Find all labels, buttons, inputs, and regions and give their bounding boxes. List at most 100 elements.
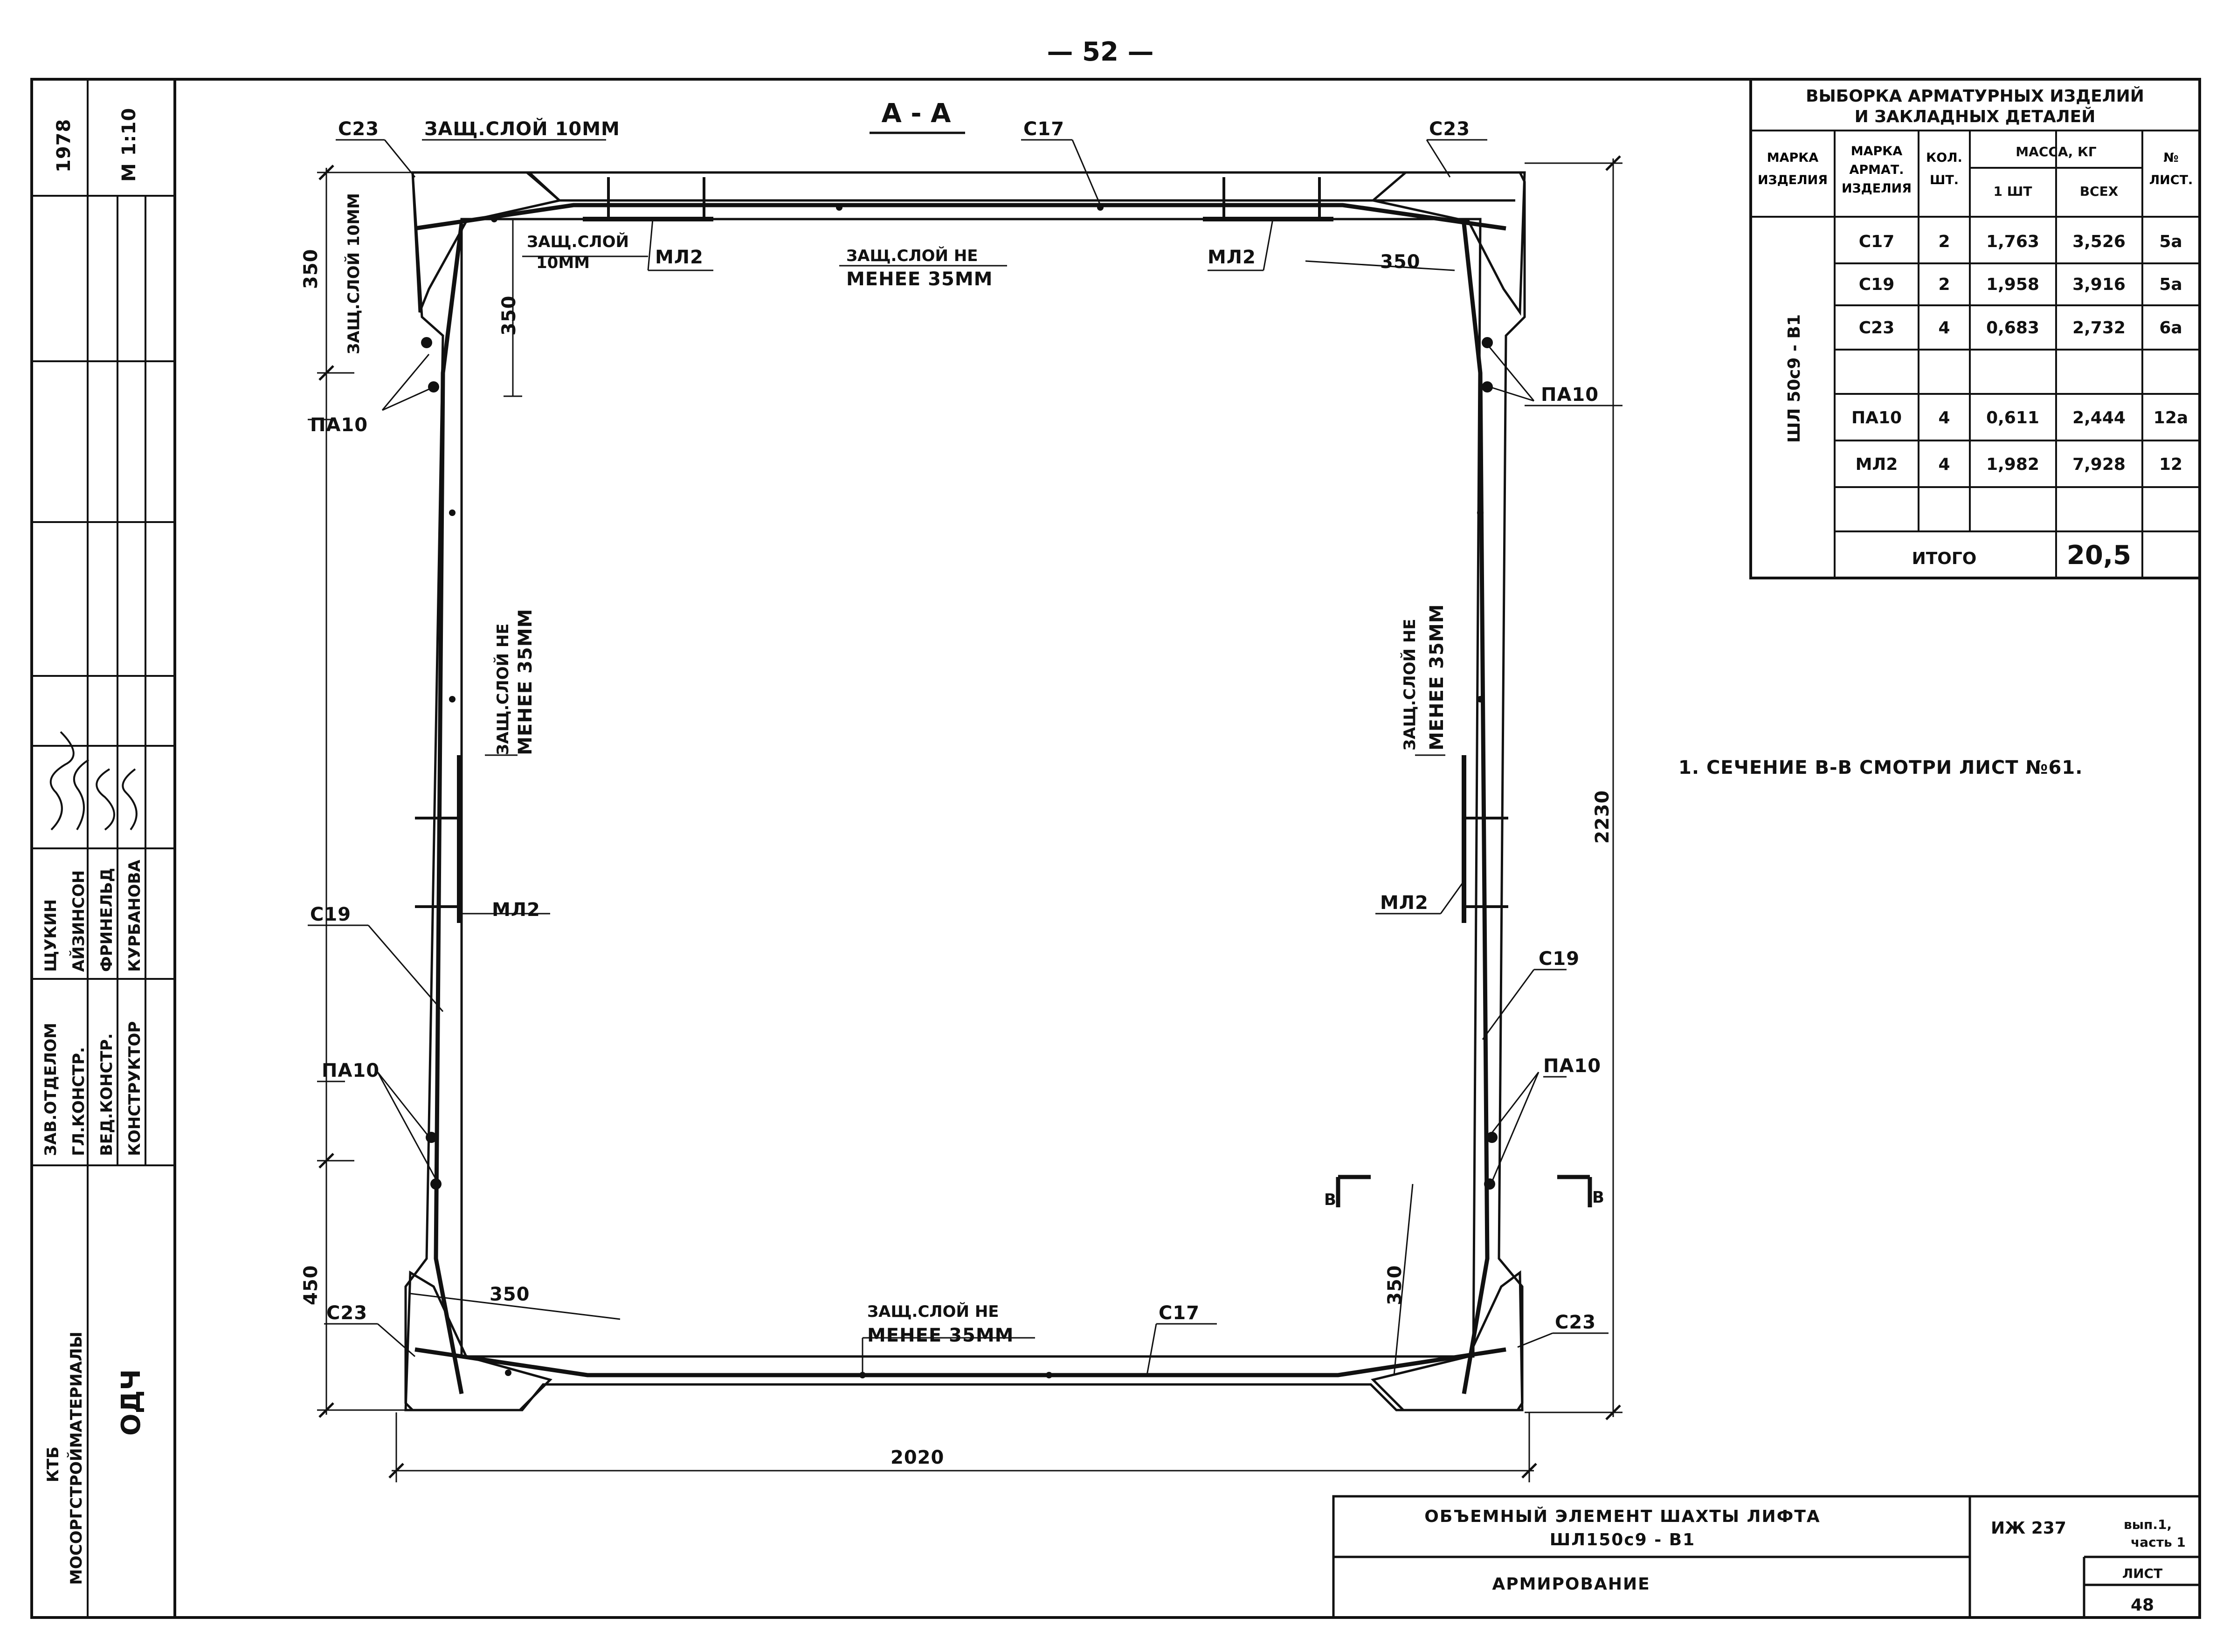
dim-450: 450: [300, 1265, 322, 1306]
title-block-grid: [1332, 1495, 2201, 1619]
label-c23-top-left: С23: [338, 118, 379, 140]
spec-row: ПА10 4 0,611 2,444 12а: [1851, 408, 2188, 427]
label-c23-top-right: С23: [1429, 118, 1470, 140]
row-sheet: 12а: [2154, 408, 2188, 427]
spec-row: С23 4 0,683 2,732 6а: [1859, 318, 2182, 337]
row-mass-one: 0,611: [1986, 408, 2039, 427]
stamp-org-2: МОСОРГСТРОЙМАТЕРИАЛЫ: [67, 1332, 86, 1585]
header-sheet: № ЛИСТ.: [2149, 151, 2193, 187]
title-sheet-number: 48: [2131, 1596, 2154, 1615]
section-b-marks: [1336, 1175, 1592, 1207]
label-c23-bottom-left: С23: [326, 1302, 367, 1324]
row-sheet: 5а: [2159, 275, 2182, 294]
label-ml2-top-right: МЛ2: [1208, 247, 1256, 268]
dim-350-left: 350: [300, 249, 322, 289]
stamp-role-4: КОНСТРУКТОР: [125, 1021, 144, 1156]
header-mass-all: ВСЕХ: [2080, 184, 2119, 199]
shaft-outline: [404, 171, 1526, 1411]
stamp-name-2: АЙЗИНСОН: [69, 870, 88, 972]
plate-anchors: [415, 177, 1508, 908]
title-sheet-label: ЛИСТ: [2122, 1566, 2162, 1581]
rebar-lines: [414, 203, 1506, 1394]
drawing-labels: С23 ЗАЩ.СЛОЙ 10ММ С17 С23 ЗАЩ.СЛОЙ 10ММ …: [310, 117, 1604, 1346]
label-c23-bottom-right: С23: [1555, 1312, 1596, 1333]
stamp-name-3: ФРИНЕЛЬД: [97, 868, 116, 972]
row-mass-all: 2,732: [2072, 318, 2126, 337]
label-cover35-bottom-2: МЕНЕЕ 35ММ: [867, 1325, 1014, 1346]
row-mark: С19: [1859, 275, 1895, 294]
label-pa10-bottom-left: ПА10: [322, 1060, 380, 1081]
label-c19-left: С19: [310, 904, 351, 925]
row-mass-one: 0,683: [1986, 318, 2039, 337]
leader-lines: [308, 139, 1609, 1376]
label-cover-top: ЗАЩ.СЛОЙ 10ММ: [424, 117, 620, 140]
dim-350-inner: 350: [498, 296, 520, 336]
header-qty: КОЛ. ШТ.: [1926, 151, 1962, 187]
dim-350-bottom-left: 350: [490, 1284, 530, 1305]
title-name-1: ОБЪЕМНЫЙ ЭЛЕМЕНТ ШАХТЫ ЛИФТА: [1424, 1507, 1821, 1526]
header-mass-one: 1 ШТ: [1994, 184, 2032, 199]
general-note: 1. СЕЧЕНИЕ В-В СМОТРИ ЛИСТ №61.: [1678, 757, 2083, 778]
dim-2020: 2020: [891, 1447, 944, 1468]
signature-scribbles: [49, 731, 138, 831]
row-qty: 4: [1938, 318, 1950, 337]
label-section-b-left: В: [1324, 1191, 1336, 1209]
title-block: ОБЪЕМНЫЙ ЭЛЕМЕНТ ШАХТЫ ЛИФТА ШЛ150с9 - В…: [1332, 1495, 2201, 1619]
header-product-mark: МАРКА ИЗДЕЛИЯ: [1757, 151, 1828, 187]
row-sheet: 12: [2159, 455, 2182, 474]
label-pa10-top-right: ПА10: [1541, 384, 1599, 406]
stamp-name-4: КУРБАНОВА: [125, 860, 144, 972]
label-cover35-left-2: МЕНЕЕ 35ММ: [515, 609, 536, 755]
stamp-year: 1978: [53, 119, 75, 172]
row-qty: 2: [1938, 275, 1950, 294]
label-cover-inner-1: ЗАЩ.СЛОЙ: [527, 232, 629, 251]
row-mass-all: 3,526: [2072, 232, 2126, 251]
row-sheet: 6а: [2159, 318, 2182, 337]
title-name-2: ШЛ150с9 - В1: [1550, 1530, 1695, 1549]
spec-product: ШЛ 50с9 - В1: [1785, 314, 1804, 443]
label-pa10-bottom-right: ПА10: [1543, 1055, 1601, 1077]
stamp-names: ЩУКИН АЙЗИНСОН ФРИНЕЛЬД КУРБАНОВА: [41, 860, 144, 972]
row-qty: 2: [1938, 232, 1950, 251]
spec-row: С17 2 1,763 3,526 5а: [1859, 232, 2182, 251]
spec-total-value: 20,5: [2067, 540, 2131, 571]
stamp-roles: ЗАВ.ОТДЕЛОМ ГЛ.КОНСТР. ВЕД.КОНСТР. КОНСТ…: [41, 1021, 144, 1156]
label-cover35-top-2: МЕНЕЕ 35ММ: [846, 268, 993, 290]
dim-350-top-right: 350: [1380, 251, 1421, 273]
spec-row: МЛ2 4 1,982 7,928 12: [1856, 455, 2182, 474]
label-ml2-mid-right: МЛ2: [1380, 892, 1429, 914]
row-qty: 4: [1938, 408, 1950, 427]
header-mass: МАССА, КГ: [2016, 144, 2097, 159]
stamp-role-3: ВЕД.КОНСТР.: [97, 1033, 116, 1156]
side-stamp: [32, 79, 175, 1618]
label-ml2-top-left: МЛ2: [655, 247, 704, 268]
row-qty: 4: [1938, 455, 1950, 474]
spec-table-grid: [1749, 78, 2201, 579]
label-pa10-top-left: ПА10: [310, 414, 368, 436]
header-qty-cell: КОЛ. ШТ.: [1926, 151, 1962, 187]
dim-2230: 2230: [1592, 790, 1613, 844]
stamp-name-1: ЩУКИН: [41, 899, 60, 972]
page-number: — 52 —: [1047, 37, 1154, 67]
spec-total-label: ИТОГО: [1912, 549, 1977, 568]
spec-row: С19 2 1,958 3,916 5а: [1859, 275, 2182, 294]
row-mark: МЛ2: [1856, 455, 1898, 474]
stamp-code: ОДЧ: [116, 1369, 146, 1436]
label-c17-bottom: С17: [1159, 1302, 1200, 1324]
section-title: А - А: [882, 98, 952, 129]
row-mass-one: 1,763: [1986, 232, 2039, 251]
title-part: часть 1: [2131, 1535, 2186, 1550]
label-cover-inner-2: 10ММ: [536, 254, 590, 272]
row-mass-all: 3,916: [2072, 275, 2126, 294]
header-sheet-cell: № ЛИСТ.: [2149, 151, 2193, 187]
spec-title-1: ВЫБОРКА АРМАТУРНЫХ ИЗДЕЛИЙ: [1806, 86, 2144, 106]
stamp-role-2: ГЛ.КОНСТР.: [69, 1047, 88, 1156]
label-cover35-bottom-1: ЗАЩ.СЛОЙ НЕ: [867, 1302, 999, 1321]
label-c17-top: С17: [1023, 118, 1064, 140]
dim-350-bottom-right: 350: [1384, 1265, 1406, 1306]
header-rebar-mark: МАРКА АРМАТ. ИЗДЕЛИЯ: [1841, 144, 1912, 196]
stamp-org-1: КТБ: [44, 1446, 62, 1482]
dimension-ticks: [318, 155, 1621, 1479]
